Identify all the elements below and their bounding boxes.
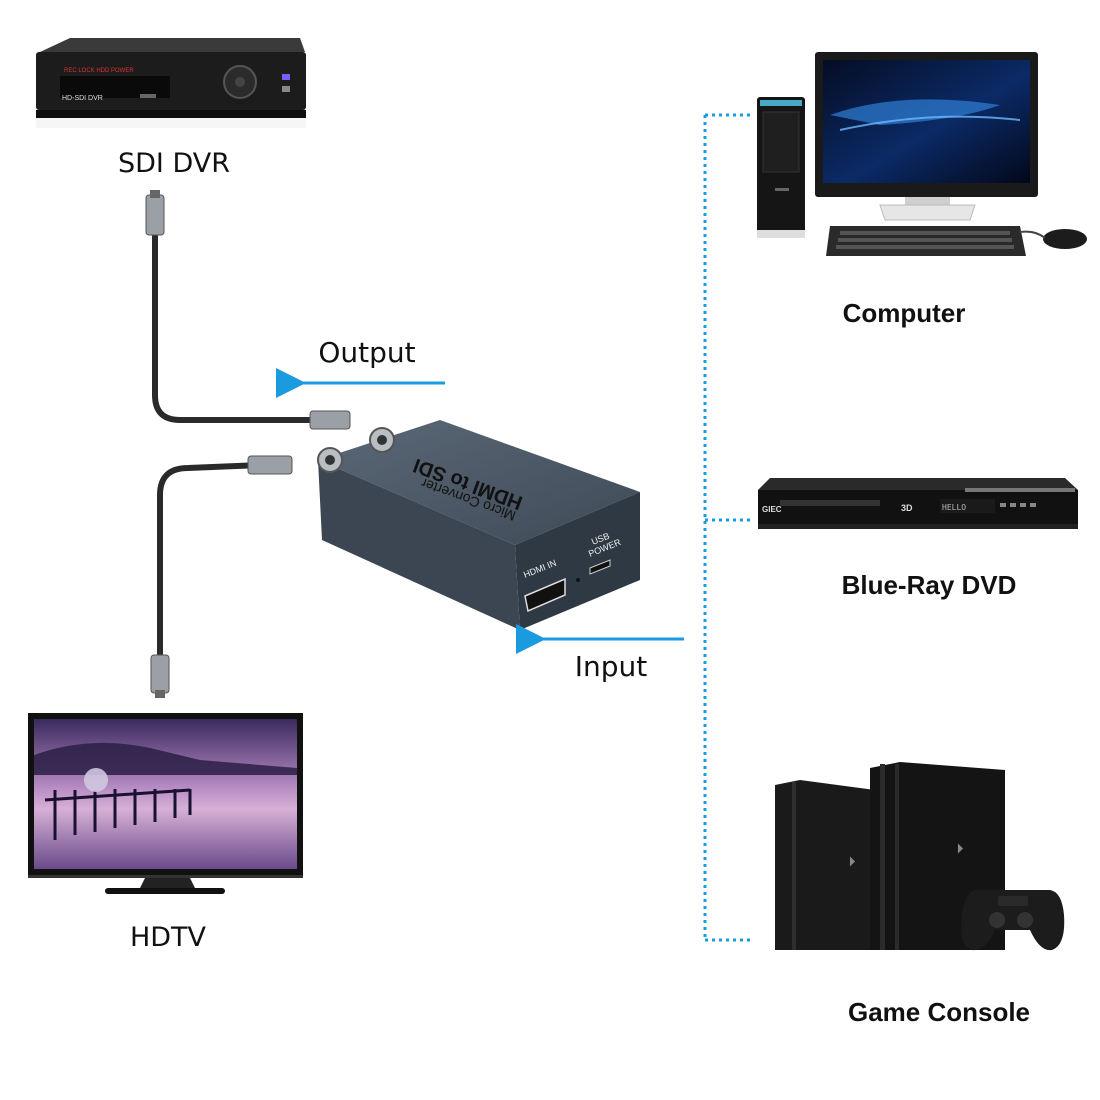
sdi-input-cable — [150, 455, 293, 698]
bluray-3d-badge: 3D — [901, 503, 913, 513]
ps-logo-icon-right: ⏵ — [957, 841, 964, 857]
computer-label: Computer — [843, 298, 966, 328]
hdtv-label: HDTV — [130, 922, 207, 953]
output-label: Output — [318, 336, 415, 369]
bluray-display: HELLO — [942, 503, 966, 512]
computer-device — [757, 52, 1087, 256]
dvr-indicator-text: REC LOCK HDD POWER — [64, 68, 134, 74]
bluray-label: Blue-Ray DVD — [842, 570, 1017, 600]
sdi-dvr-device: REC LOCK HDD POWER HD-SDI DVR — [36, 38, 306, 128]
bluray-device: GIEC 3D HELLO — [758, 478, 1078, 529]
game-console-device: ⏵ ⏵ — [775, 762, 1065, 951]
usb-power-port — [589, 559, 611, 575]
sdi-output-cable — [145, 190, 351, 430]
sdi-dvr-label: SDI DVR — [118, 148, 230, 179]
bluray-brand: GIEC — [762, 505, 782, 514]
input-label: Input — [575, 650, 648, 683]
hdmi-to-sdi-converter: HDMI to SDI Micro Converter HDMI IN USB … — [317, 420, 640, 630]
ps-logo-icon-left: ⏵ — [849, 854, 856, 870]
source-bracket — [703, 113, 752, 942]
dvr-panel-text: HD-SDI DVR — [62, 95, 103, 102]
game-console-label: Game Console — [848, 997, 1030, 1027]
hdtv-device — [28, 713, 303, 894]
hdmi-in-port — [524, 577, 566, 613]
